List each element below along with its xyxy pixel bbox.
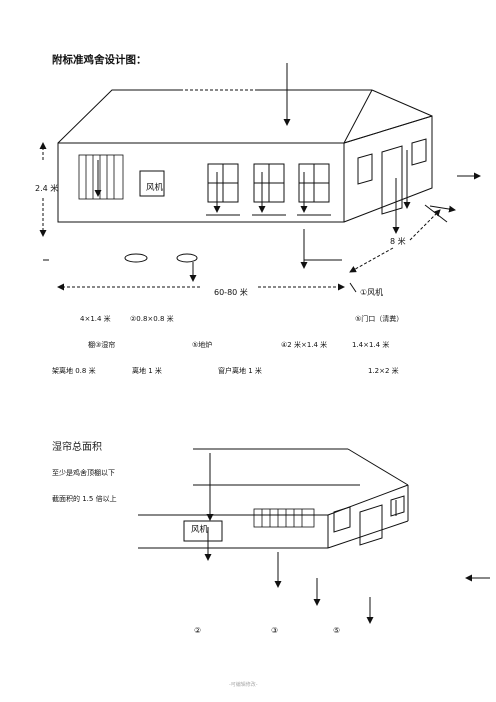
note-door-size: 1.2×2 米 — [368, 367, 399, 375]
height-label: 2.4 米 — [35, 184, 59, 193]
note-rack-height: 架离地 0.8 米 — [52, 367, 96, 375]
front-windows — [206, 163, 331, 216]
marker-3: ③ — [271, 626, 279, 635]
fan-box-1 — [139, 170, 165, 197]
depth-dimension — [349, 204, 448, 273]
side-window-3 — [333, 506, 351, 533]
house-2 — [138, 448, 409, 549]
note-window-2x1.4: ④2 米×1.4 米 — [281, 341, 328, 349]
footer-text: -可编辑修改- — [229, 682, 258, 688]
side-window-2 — [411, 138, 427, 166]
note-ground-1m: 离地 1 米 — [132, 367, 162, 375]
section-heading: 湿帘总面积 — [52, 442, 102, 453]
roof-slope — [347, 448, 409, 486]
floor-stove-2 — [176, 253, 198, 263]
note-size-4x1.4: 4×1.4 米 — [80, 315, 111, 323]
fan-label-1: 风机 — [146, 183, 164, 193]
arrows-1 — [94, 63, 481, 282]
side-window-4 — [390, 495, 405, 517]
depth-label: 8 米 — [390, 237, 406, 246]
floor-stove-1 — [124, 253, 148, 263]
roof-left-edge — [57, 89, 180, 144]
side-wall — [343, 115, 433, 223]
side-openings-2 — [333, 495, 405, 546]
gable-right-slope — [371, 89, 433, 117]
note-fan: ①风机 — [360, 288, 384, 297]
side-window-1 — [357, 153, 373, 185]
marker-2: ② — [194, 626, 202, 635]
gable-arrow — [429, 205, 456, 213]
section-line-1: 至少是鸡舍顶棚以下 — [52, 469, 115, 477]
fan-label-2: 风机 — [191, 525, 209, 535]
front-wall — [57, 142, 345, 223]
side-openings — [357, 138, 427, 215]
note-door: ⑤门口（清粪） — [355, 315, 404, 323]
wet-curtain-1 — [78, 154, 124, 200]
arrows-2 — [204, 453, 490, 624]
section-line-2: 截面积的 1.5 倍以上 — [52, 495, 117, 503]
note-window-1.4: 1.4×1.4 米 — [352, 341, 390, 349]
side-door-2 — [359, 504, 383, 546]
side-base — [327, 520, 409, 549]
house-1 — [57, 89, 433, 223]
marker-5: ⑤ — [333, 626, 341, 635]
note-floor-stove: ⑤地炉 — [192, 341, 213, 349]
fan-box-2 — [183, 520, 223, 542]
page-title: 附标准鸡舍设计图： — [52, 54, 147, 66]
length-dimension — [57, 282, 357, 293]
wet-curtain-2 — [253, 508, 315, 528]
gable-left-slope — [343, 89, 373, 144]
side-door — [381, 145, 403, 215]
note-window-0.8: ②0.8×0.8 米 — [130, 315, 174, 323]
note-window-height: 窗户离地 1 米 — [218, 367, 262, 375]
note-wet-curtain: 棚③湿帘 — [88, 341, 116, 349]
length-label: 60-80 米 — [214, 288, 248, 297]
